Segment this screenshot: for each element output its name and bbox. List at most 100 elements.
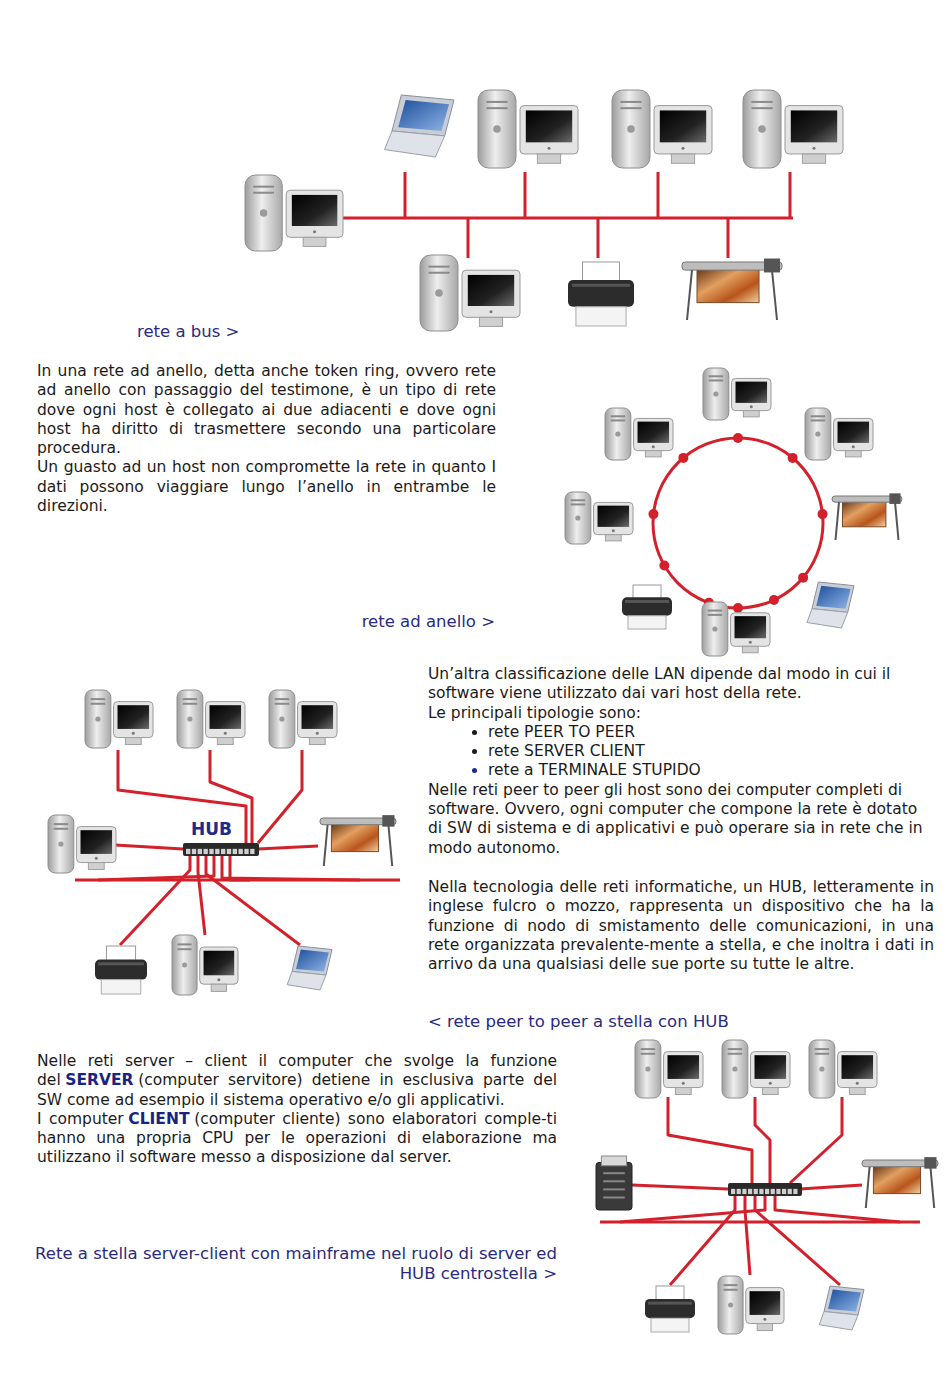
monitor-screen [526,110,572,142]
hub-label-node: HUB [189,819,234,839]
printer-body [645,1299,695,1318]
network-cable [600,1221,920,1224]
power-button [732,1066,737,1071]
body-paragraph: Nella tecnologia delle reti informatiche… [428,878,934,974]
computer-tower [703,368,729,420]
monitor-led [682,147,685,150]
network-cable [800,1185,862,1189]
computer-icon [565,492,633,544]
monitor-led [852,445,855,448]
hub-port [737,1189,741,1194]
bullet-item: rete SERVER CLIENT [488,742,934,761]
monitor [732,378,771,410]
figure-caption: Rete a stella server-client con mainfram… [30,1244,557,1284]
computer-tower [743,90,781,168]
monitor-screen [638,422,670,443]
mainframe-slot [603,1197,625,1199]
printer-icon [568,262,634,326]
drive-slot [178,948,192,950]
ring-tap [733,603,743,613]
computer-tower [478,90,516,168]
monitor-screen [838,422,870,443]
figure-caption: < rete peer to peer a stella con HUB [428,1012,928,1032]
ring-tap [678,453,688,463]
drive-slot [641,1048,655,1050]
monitor-screen [598,506,630,527]
drive-slot [811,419,825,421]
power-button [279,716,284,721]
text-row: rete a bus > [137,322,437,342]
computer-icon [702,602,770,656]
computer-tower [718,1276,743,1334]
hub-port [771,1189,775,1194]
network-cable [657,172,660,218]
network-cable [198,855,205,935]
monitor-screen [735,616,767,638]
drive-slot [428,272,449,274]
drive-slot [91,698,105,700]
monitor [834,418,873,450]
monitor-screen [292,195,337,226]
drive-slot [571,499,585,501]
ring-tap [818,509,828,519]
monitor [206,702,245,738]
drive-slot [183,698,197,700]
mainframe-slot [603,1188,625,1190]
laptop-lid [824,1286,864,1315]
text-row: Nelle reti peer to peer gli host sono de… [428,781,934,858]
computer-tower [245,175,282,251]
drive-slot [54,828,68,830]
mainframe-slot [603,1180,625,1182]
text-row: rete ad anello > [180,612,495,632]
monitor-screen [210,705,242,729]
figure-caption: rete ad anello > [180,612,495,632]
drive-slot [728,1053,742,1055]
plotter-icon [862,1157,938,1208]
power-button [627,125,635,133]
monitor-led [224,732,227,735]
bold-term: SERVER [65,1071,133,1089]
monitor-screen [204,951,235,976]
monitor-stand [537,154,560,163]
monitor-led [856,1082,859,1085]
computer-icon [177,690,245,748]
network-cable [118,750,246,843]
power-button [819,1066,824,1071]
network-cable [258,750,302,843]
laptop-screen [828,1290,861,1312]
monitor-led [769,1082,772,1085]
monitor-stand [675,1088,691,1095]
computer-icon [85,690,153,748]
mainframe-slot [603,1172,625,1174]
plotter-print [331,822,378,852]
hub-port [788,1189,792,1194]
monitor-stand [743,411,759,417]
bullet-item: rete a TERMINALE STUPIDO [488,761,934,780]
monitor-led [749,641,752,644]
monitor-stand [309,738,325,745]
network-cable [790,1097,842,1183]
printer-edge [625,600,669,603]
text: Le principali tipologie sono: [428,704,641,722]
drive-slot [811,415,825,417]
drive-slot [253,186,274,188]
text-row: < rete peer to peer a stella con HUB [428,1012,928,1032]
body-paragraph: In una rete ad anello, detta anche token… [37,362,496,516]
hub-port [204,849,208,854]
monitor-stand [849,1088,865,1095]
hub-port [793,1189,797,1194]
computer-icon [605,408,673,460]
monitor-screen [750,1291,781,1315]
monitor-stand [845,451,861,457]
printer-edge [572,284,630,287]
bold-term: CLIENT [128,1110,189,1128]
drive-slot [724,1289,738,1291]
drive-slot [91,703,105,705]
plotter-leg [895,502,899,540]
computer-tower [722,1040,748,1098]
power-button [493,125,501,133]
computer-icon [703,368,771,420]
drive-slot [253,192,274,194]
laptop-icon [807,582,854,628]
drive-slot [486,101,507,103]
